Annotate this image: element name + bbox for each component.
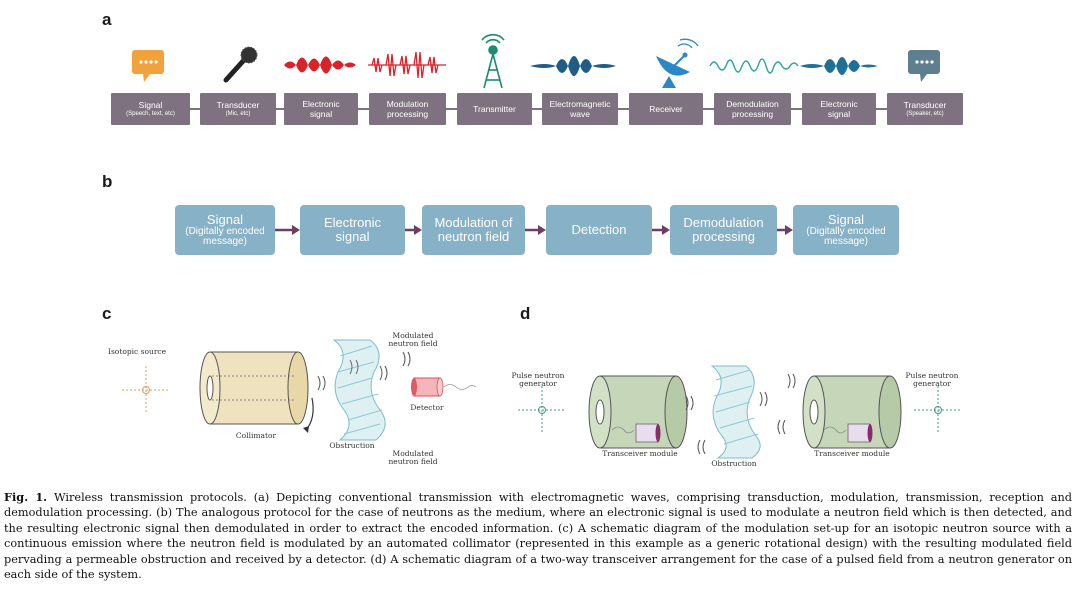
transmitter-tower-icon (481, 33, 505, 89)
caption-text: Wireless transmission protocols. (a) Dep… (4, 491, 1072, 582)
isotopic-source-label: Isotopic source (108, 347, 167, 356)
box-sublabel: (Speech, text, etc) (126, 111, 175, 117)
box-sublabel: (Digitally encoded message) (185, 226, 265, 247)
box-label: Transducer (903, 100, 947, 110)
modulated-field-label: Modulated neutron field (388, 331, 438, 348)
box-label: Demodulation (726, 99, 779, 109)
flow-box-electronic-signal: Electronic signal (802, 93, 876, 125)
flow-box-signal: Signal (Digitally encoded message) (793, 205, 899, 255)
blue-waveform-icon (800, 57, 878, 75)
panel-label-b: b (102, 172, 113, 191)
isotopic-source-icon (122, 366, 170, 414)
flow-box-transducer: Transducer (Speaker, etc) (887, 93, 963, 125)
figure-caption: Fig. 1. Wireless transmission protocols.… (4, 490, 1072, 582)
box-label-line2: wave (570, 109, 590, 119)
red-modulated-waveform-icon (368, 51, 446, 79)
modulated-field-label: Modulated neutron field (388, 449, 438, 466)
box-sublabel: (Mic, etc) (225, 111, 251, 117)
box-label: Modulation (386, 99, 429, 109)
flow-box-demodulation-processing: Demodulation processing (670, 205, 777, 255)
transceiver-module-left-icon (588, 375, 688, 449)
flow-box-modulation-processing: Modulation processing (369, 93, 446, 125)
obstruction-icon (332, 339, 386, 441)
flow-box-transmitter: Transmitter (457, 93, 532, 125)
flow-box-demodulation-processing: Demodulation processing (714, 93, 791, 125)
flow-box-receiver: Receiver (629, 93, 703, 125)
pulse-generator-label: Pulse neutron generator (905, 371, 959, 388)
box-label-line2: processing (731, 109, 774, 119)
caption-label: Fig. 1. (4, 490, 48, 504)
box-label: Signal (827, 212, 865, 227)
satellite-dish-icon (656, 38, 699, 88)
pulse-generator-label: Pulse neutron generator (511, 371, 565, 388)
collimator-label: Collimator (235, 431, 277, 440)
panel-label-a: a (102, 10, 112, 29)
box-label: Transmitter (473, 104, 516, 114)
speech-bubble-icon (132, 50, 164, 82)
speech-bubble-icon (908, 50, 940, 82)
transceiver-module-label: Transceiver module (814, 449, 890, 458)
detector-label: Detector (410, 403, 444, 412)
box-label: Receiver (649, 104, 683, 114)
box-label: Transducer (216, 100, 260, 110)
obstruction-label: Obstruction (711, 459, 757, 468)
box-label-line2: signal (309, 109, 333, 119)
box-label: Electronic (302, 99, 340, 109)
pulse-generator-left-icon (518, 386, 566, 434)
box-label-line2: signal (827, 109, 851, 119)
flow-box-electronic-signal: Electronic signal (300, 205, 405, 255)
obstruction-label: Obstruction (329, 441, 375, 450)
transceiver-module-label: Transceiver module (602, 449, 678, 458)
panel-b-arrows (275, 225, 793, 235)
flow-box-electromagnetic-wave: Electromagnetic wave (542, 93, 618, 125)
neutron-wave-icon (685, 373, 796, 455)
blue-waveform-icon (530, 56, 616, 76)
teal-waveform-icon (709, 58, 799, 74)
obstruction-icon (710, 365, 761, 459)
box-label-line2: processing (386, 109, 429, 119)
panel-label-c: c (102, 304, 112, 323)
flow-box-signal: Signal (Digitally encoded message) (175, 205, 275, 255)
detector-icon (411, 377, 477, 397)
pulse-generator-right-icon (914, 386, 962, 434)
box-label: Electromagnetic (549, 99, 611, 109)
box-label: Signal (206, 212, 244, 227)
box-sublabel: (Digitally encoded message) (806, 226, 886, 247)
flow-box-modulation-neutron-field: Modulation of neutron field (422, 205, 525, 255)
flow-box-transducer: Transducer (Mic, etc) (200, 93, 276, 125)
collimator-icon (199, 351, 314, 433)
box-label: Modulation of neutron field (434, 215, 513, 244)
flow-box-signal: Signal (Speech, text, etc) (111, 93, 190, 125)
red-waveform-icon (284, 56, 356, 74)
neutron-wave-icon (317, 351, 411, 391)
box-sublabel: (Speaker, etc) (906, 111, 944, 117)
microphone-icon (223, 46, 258, 83)
transceiver-module-right-icon (802, 375, 902, 449)
panel-label-d: d (520, 304, 531, 323)
box-label: Demodulation processing (683, 215, 764, 244)
box-label: Electronic signal (323, 215, 382, 244)
box-label: Signal (138, 100, 163, 110)
flow-box-detection: Detection (546, 205, 652, 255)
flow-box-electronic-signal: Electronic signal (284, 93, 358, 125)
box-label: Electronic (820, 99, 858, 109)
box-label: Detection (571, 222, 627, 237)
